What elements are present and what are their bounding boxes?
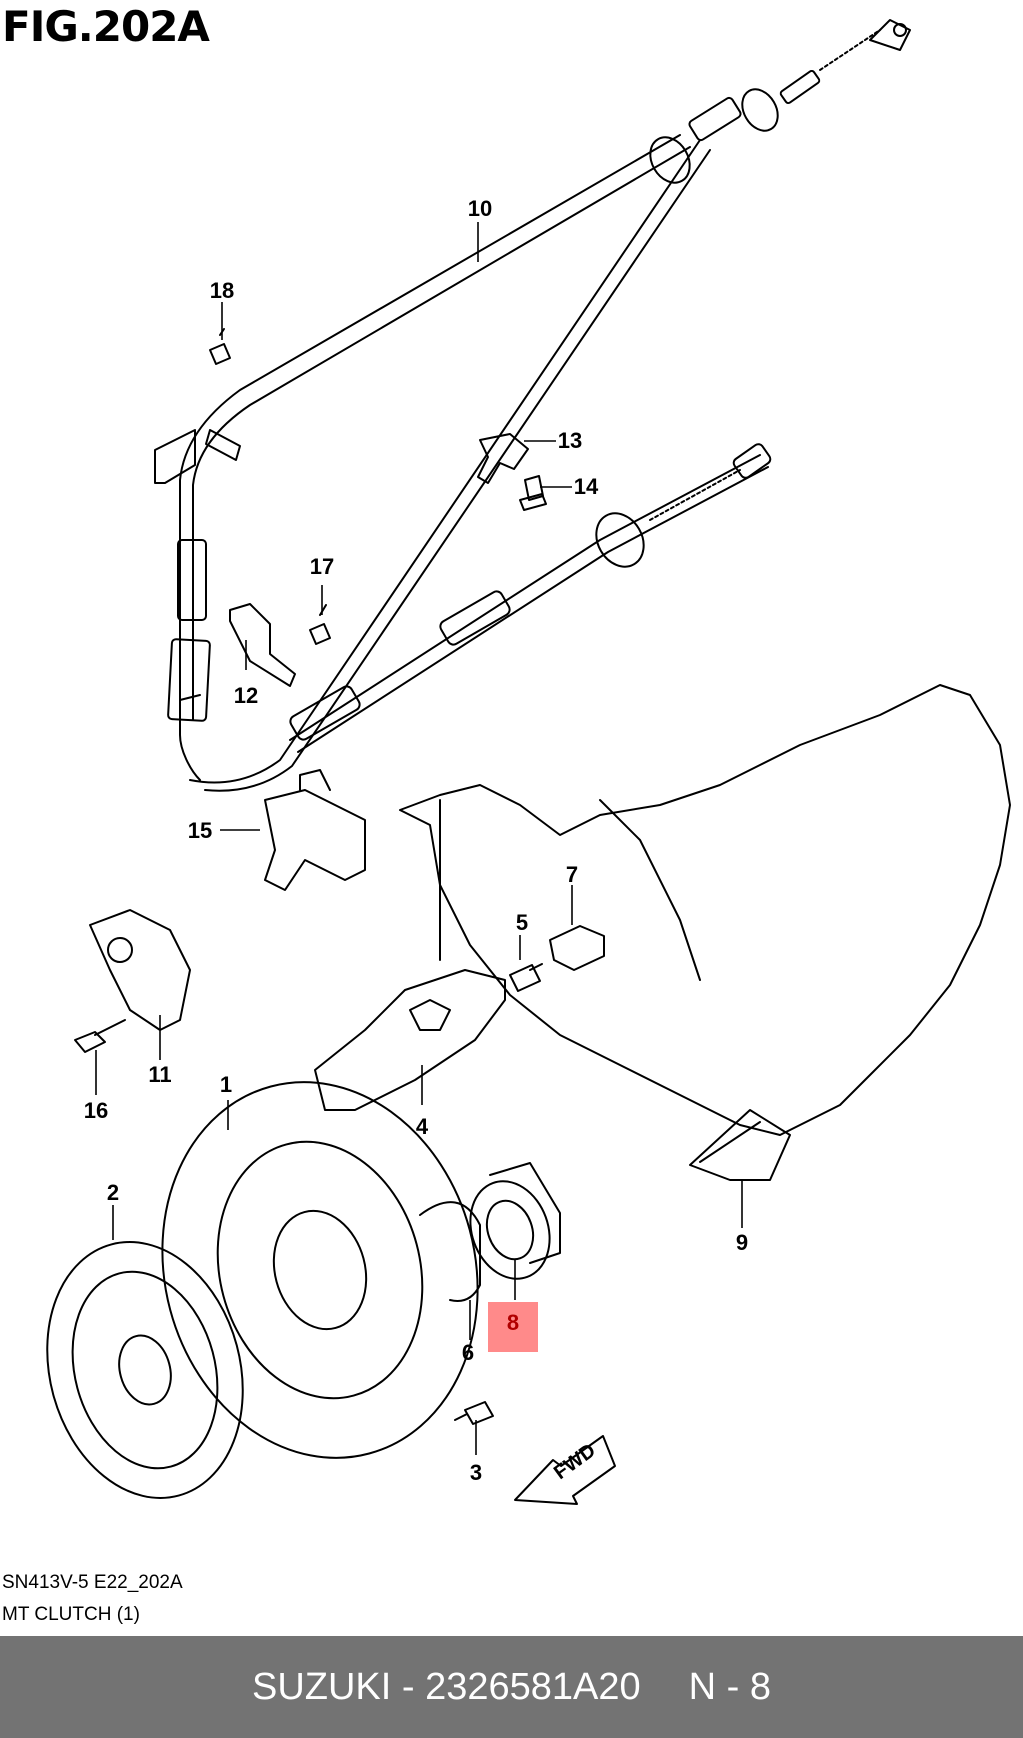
callout-11: 11	[148, 1062, 171, 1087]
pressure-plate-1	[161, 1081, 479, 1459]
pivot-bolt-5	[509, 963, 543, 992]
cable-bracket-15	[264, 769, 366, 891]
callout-18: 18	[210, 278, 234, 303]
clutch-exploded-diagram: 1 2 3 4 5 6 7 8 9 10 11 12 13 14 15 16 1…	[46, 19, 1011, 1505]
callout-17: 17	[310, 554, 334, 579]
highlight-box-8	[488, 1302, 538, 1352]
callout-6: 6	[462, 1340, 474, 1365]
cable-clip-12	[229, 603, 296, 687]
callout-13: 13	[558, 428, 582, 453]
bolt-16	[74, 1019, 126, 1053]
callout-16: 16	[84, 1098, 108, 1123]
diagram-group: MT CLUTCH (1)	[2, 1604, 140, 1625]
callout-8: 8	[507, 1310, 519, 1335]
bearing-guide-9	[689, 1109, 791, 1181]
callout-2: 2	[107, 1180, 119, 1205]
footer-bar: SUZUKI - 2326581A20 N - 8	[0, 1636, 1023, 1738]
diagram-code: SN413V-5 E22_202A	[2, 1572, 183, 1593]
clip-6	[419, 1201, 481, 1302]
callout-1: 1	[220, 1072, 232, 1097]
callout-12: 12	[234, 683, 258, 708]
cable-clip-13	[477, 433, 529, 484]
release-fork-4	[314, 969, 506, 1111]
cable-bracket-left	[154, 429, 196, 484]
callout-10: 10	[468, 196, 492, 221]
transmission-case	[399, 684, 1011, 1136]
fwd-arrow	[514, 1435, 616, 1505]
callout-3: 3	[470, 1460, 482, 1485]
footer-part-number: SUZUKI - 2326581A20	[251, 1665, 641, 1708]
callout-4: 4	[416, 1114, 429, 1139]
clutch-cable-upper	[167, 19, 911, 792]
bolt-14	[519, 475, 547, 511]
callout-14: 14	[574, 474, 599, 499]
boot-7	[549, 925, 605, 971]
clutch-disc-2	[46, 1241, 244, 1499]
clutch-cable-lower	[289, 443, 772, 753]
release-bearing-8	[469, 1162, 561, 1280]
mount-bracket-11	[89, 909, 191, 1031]
callout-5: 5	[516, 910, 528, 935]
mount-hole	[107, 937, 133, 963]
callout-15: 15	[188, 818, 212, 843]
bolt-3	[454, 1401, 494, 1425]
leader-lines	[95, 222, 743, 1455]
footer-page: N - 8	[688, 1665, 772, 1708]
bolt-17	[309, 604, 331, 645]
callout-7: 7	[566, 862, 578, 887]
bolt-18	[209, 328, 231, 365]
figure-title: FIG.202A	[2, 2, 210, 51]
callout-9: 9	[736, 1230, 748, 1255]
